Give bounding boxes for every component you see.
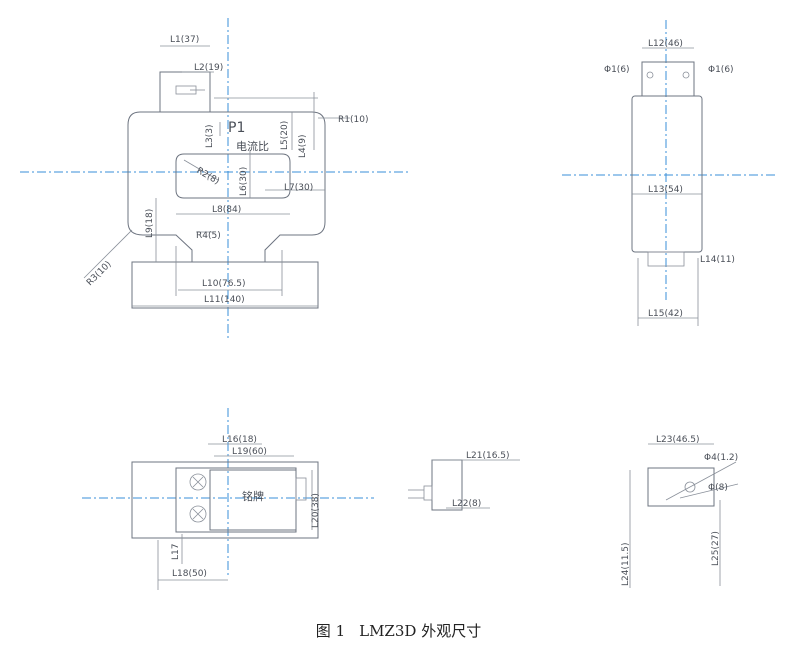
label-ct-ratio: 电流比 bbox=[236, 139, 269, 153]
dim-l6: L6(30) bbox=[239, 167, 249, 196]
dim-r2: R2(8) bbox=[195, 166, 221, 187]
dim-phi1-left: Φ1(6) bbox=[604, 65, 630, 75]
dim-phi1-right: Φ1(6) bbox=[708, 65, 734, 75]
side-view: L12(46) Φ1(6) Φ1(6) L13(54) L14(11) L15(… bbox=[562, 20, 776, 326]
dim-l22: L22(8) bbox=[452, 499, 481, 509]
dim-l21: L21(16.5) bbox=[466, 451, 510, 461]
dim-l24: L24(11.5) bbox=[621, 542, 631, 586]
front-view: L1(37) L2(19) P1 电流比 R1(10) L3(3) L4(9) … bbox=[20, 18, 408, 340]
label-nameplate: 铭牌 bbox=[242, 489, 264, 503]
dim-l18: L18(50) bbox=[172, 569, 207, 579]
dim-r3: R3(10) bbox=[85, 260, 114, 289]
figure-number: 图 1 bbox=[315, 622, 346, 640]
dim-l14: L14(11) bbox=[700, 255, 735, 265]
top-view: L16(18) L19(60) 铭牌 L20(38) L17 L18(50) bbox=[82, 408, 374, 590]
figure-caption: 图 1 LMZ3D 外观尺寸 bbox=[0, 620, 811, 641]
detail-view-a: L21(16.5) L22(8) bbox=[408, 451, 520, 511]
dim-l20: L20(38) bbox=[311, 493, 321, 528]
dim-l10: L10(76.5) bbox=[202, 279, 246, 289]
dim-l11: L11(140) bbox=[204, 295, 245, 305]
detail-view-b: L23(46.5) Φ4(1.2) Φ(8) L24(11.5) L25(27) bbox=[621, 435, 738, 588]
dim-r4: R4(5) bbox=[196, 231, 221, 241]
dim-r1: R1(10) bbox=[338, 115, 368, 125]
dim-l9: L9(18) bbox=[145, 209, 155, 238]
dim-phi5: Φ(8) bbox=[708, 483, 728, 493]
figure-title: LMZ3D 外观尺寸 bbox=[359, 622, 482, 640]
dim-l15: L15(42) bbox=[648, 309, 683, 319]
dim-l8: L8(84) bbox=[212, 205, 241, 215]
dim-l17: L17 bbox=[171, 544, 181, 560]
dim-l4: L4(9) bbox=[298, 135, 308, 159]
dim-l19: L19(60) bbox=[232, 447, 267, 457]
dim-l23: L23(46.5) bbox=[656, 435, 700, 445]
dim-l25: L25(27) bbox=[711, 531, 721, 566]
dim-l1: L1(37) bbox=[170, 35, 199, 45]
dim-l5: L5(20) bbox=[280, 121, 290, 150]
dim-l7: L7(30) bbox=[284, 183, 313, 193]
dim-l16: L16(18) bbox=[222, 435, 257, 445]
dim-l12: L12(46) bbox=[648, 39, 683, 49]
dim-l2: L2(19) bbox=[194, 63, 223, 73]
dim-phi4: Φ4(1.2) bbox=[704, 453, 738, 463]
label-p1: P1 bbox=[228, 120, 245, 136]
dim-l13: L13(54) bbox=[648, 185, 683, 195]
dim-l3: L3(3) bbox=[205, 125, 215, 149]
